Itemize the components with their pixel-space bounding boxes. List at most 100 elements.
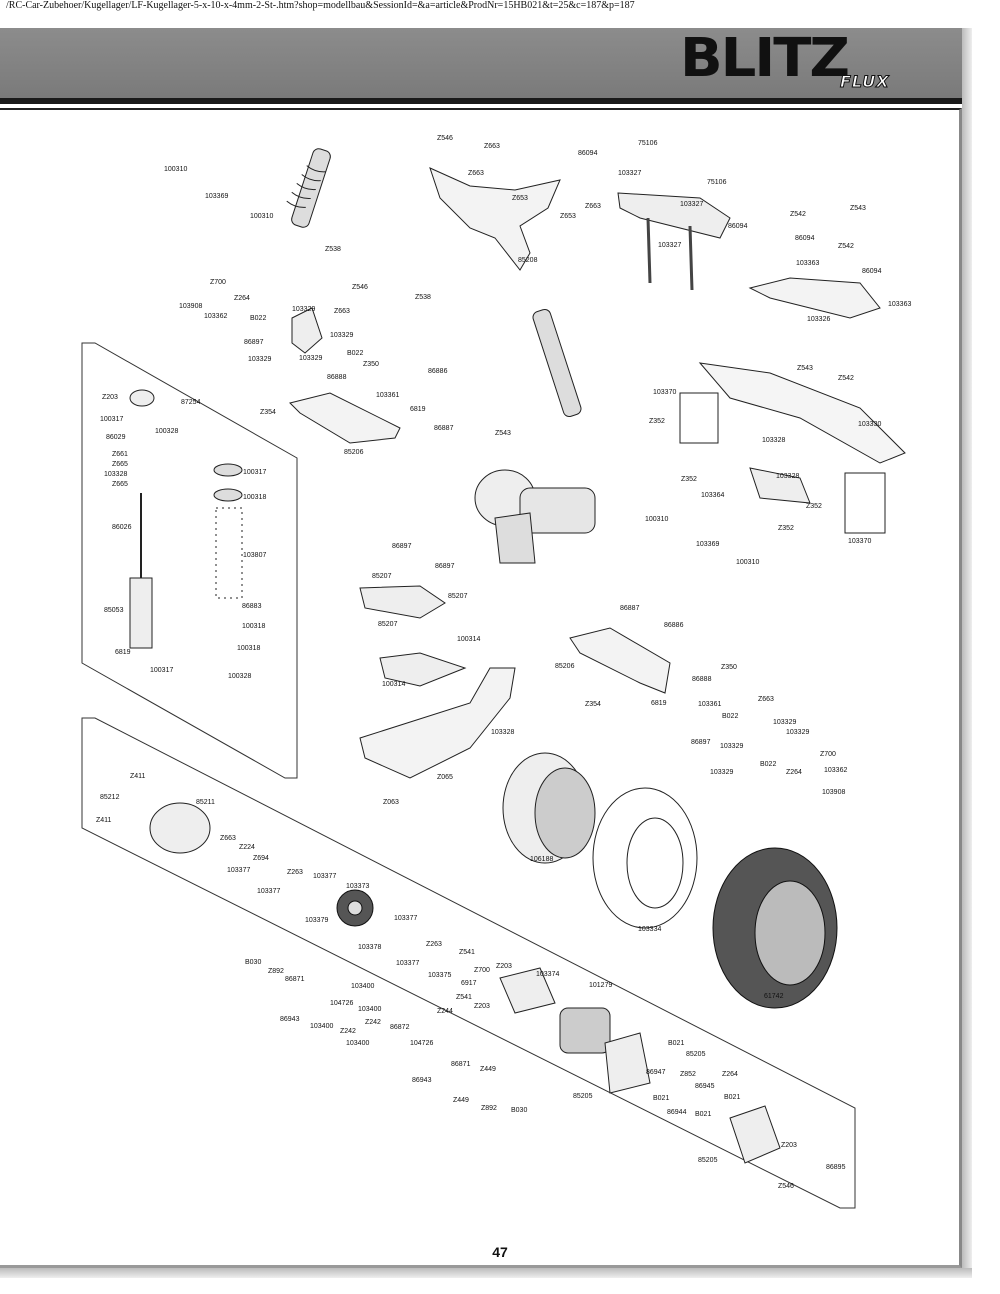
mud-flap-right <box>844 472 886 534</box>
hub-carrier-left <box>291 307 323 354</box>
part-label: 103334 <box>638 926 661 933</box>
part-label: 86888 <box>692 676 712 683</box>
part-label: Z541 <box>456 994 472 1001</box>
part-label: 6819 <box>115 649 131 656</box>
part-label: 86886 <box>428 368 448 375</box>
motor-mount <box>359 585 446 619</box>
part-label: Z546 <box>352 284 368 291</box>
part-label: Z411 <box>130 773 146 780</box>
part-label: Z543 <box>797 365 813 372</box>
shock-absorber-top <box>286 148 331 228</box>
part-label: 103328 <box>491 729 514 736</box>
part-label: 86887 <box>434 425 454 432</box>
part-label: 103329 <box>773 719 796 726</box>
part-label: 103400 <box>310 1023 333 1030</box>
part-label: 86029 <box>106 434 126 441</box>
part-label: Z264 <box>234 295 250 302</box>
part-label: Z263 <box>426 941 442 948</box>
part-label: B030 <box>511 1107 527 1114</box>
part-label: 86026 <box>112 524 132 531</box>
part-label: 86871 <box>451 1061 471 1068</box>
page-shadow-right <box>962 28 972 1278</box>
part-label: 85207 <box>372 573 392 580</box>
part-label: Z538 <box>325 246 341 253</box>
part-label: 103326 <box>807 316 830 323</box>
part-label: 100317 <box>150 667 173 674</box>
part-label: B021 <box>653 1095 669 1102</box>
part-label: Z663 <box>334 308 350 315</box>
part-label: 85053 <box>104 607 124 614</box>
part-label: B022 <box>722 713 738 720</box>
exploded-parts-diagram: Z546 Z663 75106 86094 100310 Z663 103327… <box>81 135 911 1209</box>
part-label: Z694 <box>253 855 269 862</box>
part-label: Z203 <box>474 1003 490 1010</box>
motor <box>559 1007 611 1054</box>
part-label: 103329 <box>786 729 809 736</box>
part-label: 103377 <box>227 867 250 874</box>
part-label: Z350 <box>721 664 737 671</box>
part-label: B021 <box>695 1111 711 1118</box>
part-label: Z354 <box>585 701 601 708</box>
shock-body <box>129 577 153 649</box>
part-label: Z244 <box>437 1008 453 1015</box>
part-label: 6819 <box>651 700 667 707</box>
part-label: 104726 <box>410 1040 433 1047</box>
brand-logo-sub: FLUX <box>840 72 890 92</box>
part-label: Z352 <box>806 503 822 510</box>
tire-insert <box>592 787 698 929</box>
header-rule <box>0 98 962 104</box>
part-label: 100328 <box>155 428 178 435</box>
shock-absorber-center <box>532 308 582 418</box>
suspension-arm-left <box>289 392 401 444</box>
part-label: 86094 <box>795 235 815 242</box>
part-label: Z538 <box>415 294 431 301</box>
part-label: 103375 <box>428 972 451 979</box>
part-label: 86943 <box>280 1016 300 1023</box>
part-label: Z264 <box>786 769 802 776</box>
part-label: B030 <box>245 959 261 966</box>
part-label: Z224 <box>239 844 255 851</box>
part-label: Z352 <box>681 476 697 483</box>
part-label: Z546 <box>437 135 453 142</box>
part-label: Z203 <box>102 394 118 401</box>
part-label: 103329 <box>299 355 322 362</box>
part-label: 103400 <box>358 1006 381 1013</box>
part-label: Z411 <box>96 817 112 824</box>
part-label: 103329 <box>710 769 733 776</box>
part-label: Z203 <box>496 963 512 970</box>
part-label: B021 <box>668 1040 684 1047</box>
part-label: 85205 <box>698 1157 718 1164</box>
part-label: 101279 <box>589 982 612 989</box>
shock-tower <box>429 167 561 271</box>
part-label: 100317 <box>243 469 266 476</box>
gearbox-half-end <box>729 1105 781 1164</box>
part-label: 103328 <box>762 437 785 444</box>
shock-spring <box>215 507 243 599</box>
part-label: 100310 <box>736 559 759 566</box>
part-label: 86897 <box>392 543 412 550</box>
part-label: Z892 <box>268 968 284 975</box>
part-label: 103362 <box>204 313 227 320</box>
part-label: 103369 <box>205 193 228 200</box>
mud-flap-left <box>679 392 719 444</box>
part-label: 103364 <box>701 492 724 499</box>
part-label: 103374 <box>536 971 559 978</box>
part-label: Z700 <box>820 751 836 758</box>
part-label: Z663 <box>220 835 236 842</box>
part-label: 75106 <box>638 140 658 147</box>
part-label: Z449 <box>453 1097 469 1104</box>
part-label: 103363 <box>888 301 911 308</box>
part-label: Z653 <box>512 195 528 202</box>
part-label: Z543 <box>850 205 866 212</box>
motor-plate <box>499 967 556 1014</box>
part-label: 100328 <box>228 673 251 680</box>
part-label: 85211 <box>196 799 215 806</box>
part-label: Z242 <box>365 1019 381 1026</box>
part-label: 86872 <box>390 1024 410 1031</box>
part-label: Z700 <box>210 279 226 286</box>
part-label: 6819 <box>410 406 426 413</box>
part-label: 103329 <box>330 332 353 339</box>
diff-housing <box>149 802 211 854</box>
part-label: Z663 <box>468 170 484 177</box>
wheel-rim <box>502 752 596 864</box>
